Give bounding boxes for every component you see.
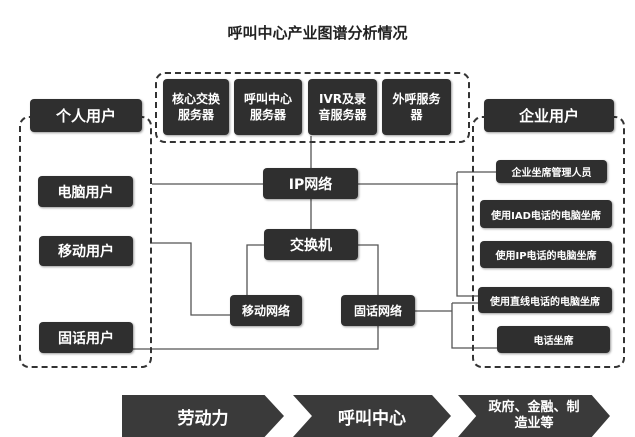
diagram-title: 呼叫中心产业图谱分析情况 <box>227 24 408 42</box>
iad-phone-pc-seat: 使用IAD电话的电脑坐席 <box>480 200 612 228</box>
phone-seat: 电话坐席 <box>497 326 610 353</box>
chain-industries: 政府、金融、制造业等 <box>458 395 610 437</box>
mobile-user: 移动用户 <box>39 236 133 266</box>
line-switch-fixed <box>358 244 379 295</box>
enterprise-seat-manager: 企业坐席管理人员 <box>496 160 607 183</box>
landline-user: 固话用户 <box>39 322 133 353</box>
chain-call-center: 呼叫中心 <box>293 395 451 437</box>
line-switch-mobile <box>246 244 264 295</box>
pc-user: 电脑用户 <box>38 176 133 207</box>
mobile-network: 移动网络 <box>230 295 302 326</box>
direct-line-pc-seat: 使用直线电话的电脑坐席 <box>478 287 612 313</box>
server-outbound: 外呼服务器 <box>382 79 451 135</box>
line-fixeduser-fixednet <box>133 326 379 350</box>
line-mobileuser-mobilenet <box>152 242 230 316</box>
server-core-switch: 核心交换服务器 <box>163 79 229 135</box>
enterprise-users-header: 企业用户 <box>484 99 614 132</box>
line-enterprise-bus <box>456 171 496 297</box>
server-call-center: 呼叫中心服务器 <box>234 79 302 135</box>
personal-users-header: 个人用户 <box>30 99 142 132</box>
chain-labor: 劳动力 <box>122 395 284 437</box>
ip-network: IP网络 <box>263 168 358 199</box>
servers-group <box>155 72 470 143</box>
switch: 交换机 <box>264 229 358 260</box>
ip-phone-pc-seat: 使用IP电话的电脑坐席 <box>480 241 612 268</box>
server-ivr-recording: IVR及录音服务器 <box>308 79 377 135</box>
landline-network: 固话网络 <box>341 295 415 326</box>
